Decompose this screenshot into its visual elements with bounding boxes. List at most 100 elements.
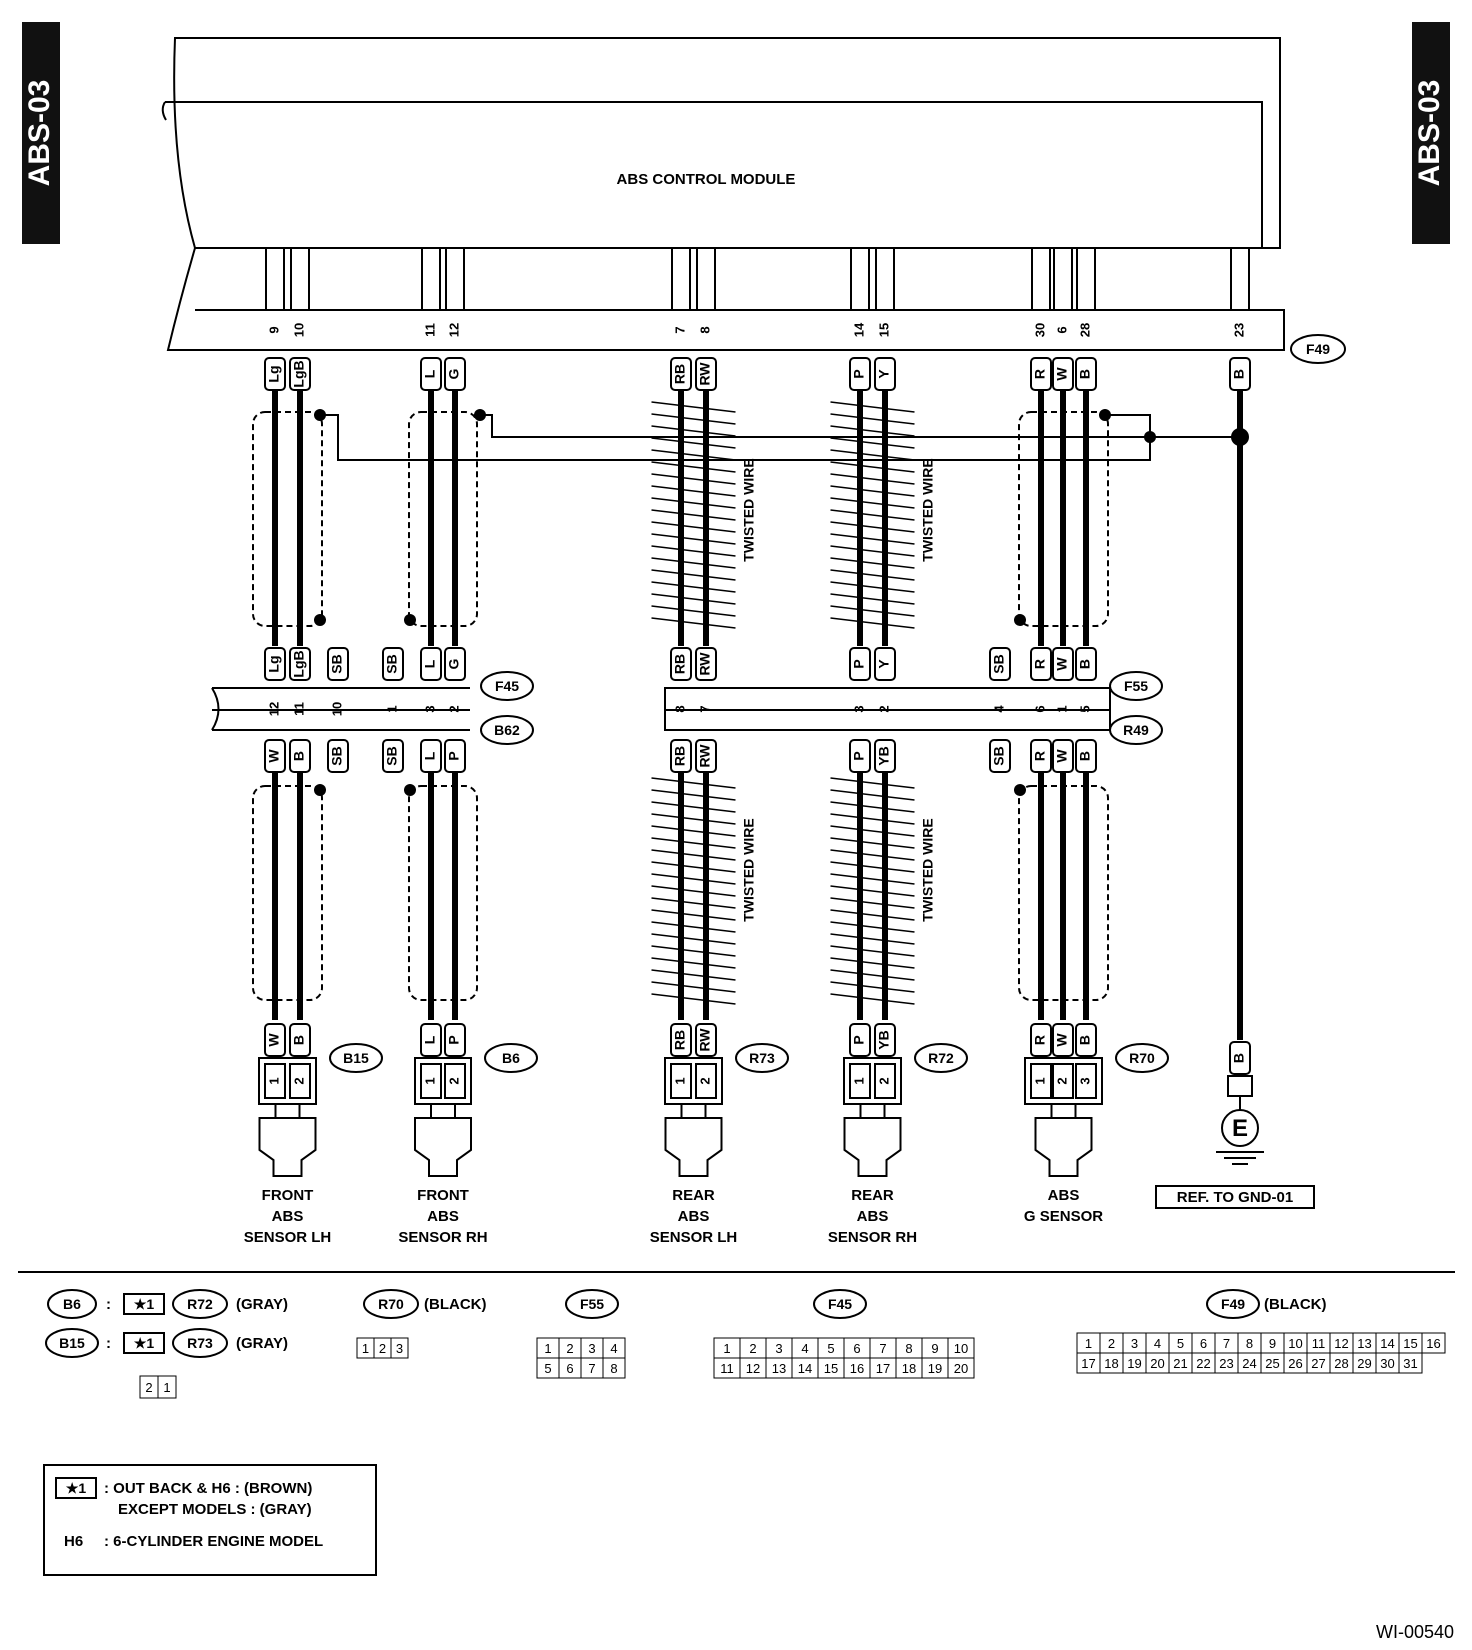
legend-f49-pin-19: 19 — [1127, 1356, 1141, 1371]
shield-junction — [314, 784, 326, 796]
legend-f45-pin-9: 9 — [931, 1341, 938, 1356]
sensor-pin-cell — [695, 1063, 717, 1099]
pin-mid-rear-lh-0: 8 — [672, 705, 687, 712]
wire-color-mid-up-front-rh-2: G — [446, 658, 462, 669]
legend-f49-pin-10: 10 — [1288, 1336, 1302, 1351]
wire-color-mid-lo-g-sensor-1: R — [1032, 751, 1048, 761]
wire-color-mid-lo-front-rh-0: SB — [384, 746, 400, 765]
figure-id: WI-00540 — [1376, 1622, 1454, 1642]
wire-color-bottom-rear-lh-0: RB — [672, 1030, 688, 1050]
sensor-pin-rear-rh-0: 1 — [851, 1077, 866, 1084]
legend-f45-pin-6: 6 — [853, 1341, 860, 1356]
legend-f49-pin-29: 29 — [1357, 1356, 1371, 1371]
legend-f49-pin-6: 6 — [1200, 1336, 1207, 1351]
legend-f49-label: F49 — [1221, 1296, 1245, 1312]
wire-color-top-front-rh-1: G — [446, 368, 462, 379]
legend-f49-pin-13: 13 — [1357, 1336, 1371, 1351]
drain-junction — [1144, 431, 1156, 443]
wire-color-ground-top: B — [1231, 369, 1247, 379]
legend-f45-pin-17: 17 — [876, 1361, 890, 1376]
wire-color-bottom-rear-lh-1-box — [695, 1023, 717, 1057]
wire-color-mid-lo-rear-lh-1: RW — [697, 744, 713, 768]
wire-color-mid-lo-front-lh-2-box — [327, 739, 349, 773]
notes-h6-text: : 6-CYLINDER ENGINE MODEL — [104, 1533, 323, 1550]
pin-mid-front-lh-1: 11 — [291, 702, 306, 716]
wire-color-mid-up-rear-lh-0: RB — [672, 654, 688, 674]
connector-f45-label: F45 — [495, 678, 519, 694]
legend-f49-pin-27: 27 — [1311, 1356, 1325, 1371]
connector-b62-label: B62 — [494, 722, 520, 738]
wire-color-bottom-front-lh-0-box — [264, 1023, 286, 1057]
legend-r70-color: (BLACK) — [424, 1296, 486, 1313]
ground-symbol-text: E — [1232, 1115, 1248, 1142]
sensor-pin-g-sensor-0: 1 — [1032, 1077, 1047, 1084]
legend-f49-pin-17: 17 — [1081, 1356, 1095, 1371]
legend-f55-label: F55 — [580, 1296, 604, 1312]
wire-color-bottom-rear-lh-1: RW — [697, 1028, 713, 1052]
legend-f55-pin-1: 1 — [544, 1341, 551, 1356]
shield-junction — [314, 614, 326, 626]
legend-f49-pin-9: 9 — [1269, 1336, 1276, 1351]
legend-f45-pin-4: 4 — [801, 1341, 808, 1356]
pin-top-front-lh-1: 10 — [291, 323, 306, 337]
legend-f45-pin-3: 3 — [775, 1341, 782, 1356]
wire-color-mid-up-g-sensor-2: W — [1054, 657, 1070, 671]
legend-sep-2: : — [106, 1335, 111, 1352]
legend-f49: F49 (BLACK) — [1206, 1289, 1326, 1319]
wire-color-bottom-front-rh-1-box — [444, 1023, 466, 1057]
legend-f49-pin-3: 3 — [1131, 1336, 1138, 1351]
legend-r70-cell — [390, 1337, 409, 1359]
legend-f49-pin-20: 20 — [1150, 1356, 1164, 1371]
legend-f55: F55 — [565, 1289, 619, 1319]
wire-color-mid-lo-rear-lh-0: RB — [672, 746, 688, 766]
wire-color-bottom-rear-rh-0-box — [849, 1023, 871, 1057]
wire-color-bottom-front-rh-0: L — [422, 1035, 438, 1044]
pin-top-front-lh-0: 9 — [266, 326, 281, 333]
wire-color-mid-lo-front-lh-2: SB — [329, 746, 345, 765]
sensor-pin-cell — [420, 1063, 442, 1099]
pin-mid-front-lh-2: 10 — [329, 702, 344, 716]
legend-f55-cell — [602, 1357, 626, 1379]
shield-upper — [408, 411, 478, 627]
sensor-label-front-lh-2: SENSOR LH — [244, 1229, 332, 1246]
wire-color-mid-up-g-sensor-3-box — [1075, 647, 1097, 681]
junction-bar-right — [664, 687, 1111, 731]
wire-color-top-g-sensor-0: R — [1032, 369, 1048, 379]
pin-top-g-sensor-0: 30 — [1032, 323, 1047, 337]
legend-f49-pin-2: 2 — [1108, 1336, 1115, 1351]
notes-star: ★1 — [66, 1480, 87, 1496]
twisted-wire-label-0: TWISTED WIRE — [741, 458, 757, 561]
shield-upper — [1018, 411, 1109, 627]
sensor-conn-oval — [329, 1043, 383, 1073]
pin-mid-front-rh-2: 2 — [446, 705, 461, 712]
pin-mid-g-sensor-1: 6 — [1032, 705, 1047, 712]
sensor-body-icon — [843, 1117, 902, 1177]
connector-r49-oval: R49 — [1109, 715, 1163, 745]
legend-f49-pin-8: 8 — [1246, 1336, 1253, 1351]
sensor-pin-g-sensor-2: 3 — [1077, 1077, 1092, 1084]
wire-color-mid-up-rear-rh-1: Y — [876, 659, 892, 669]
legend-f45-pin-14: 14 — [798, 1361, 812, 1376]
wire-color-bottom-g-sensor-1: W — [1054, 1033, 1070, 1047]
wire-color-bottom-front-lh-1-box — [289, 1023, 311, 1057]
wire-color-bottom-g-sensor-0-box — [1030, 1023, 1052, 1057]
drain-junction — [314, 409, 326, 421]
legend-r73: R73 — [187, 1335, 213, 1351]
connector-r49-label: R49 — [1123, 722, 1149, 738]
wire-color-bottom-rear-rh-0: P — [851, 1035, 867, 1044]
sensor-pin-rear-rh-1: 2 — [876, 1077, 891, 1084]
pin-top-rear-lh-1: 8 — [697, 326, 712, 333]
sensor-label-rear-rh-1: ABS — [857, 1208, 889, 1225]
sensor-conn-label-front-lh: B15 — [343, 1050, 369, 1066]
wire-color-bottom-front-rh-1: P — [446, 1035, 462, 1044]
sensor-body-icon — [414, 1117, 472, 1177]
wire-color-mid-up-rear-lh-1-box — [695, 647, 717, 681]
legend-f45-pin-8: 8 — [905, 1341, 912, 1356]
pin-mid-front-lh-0: 12 — [266, 702, 281, 716]
connector-f49-label: F49 — [1306, 341, 1330, 357]
sensor-label-rear-lh-1: ABS — [678, 1208, 710, 1225]
sensor-pin-rear-lh-1: 2 — [697, 1077, 712, 1084]
shield-junction — [404, 614, 416, 626]
